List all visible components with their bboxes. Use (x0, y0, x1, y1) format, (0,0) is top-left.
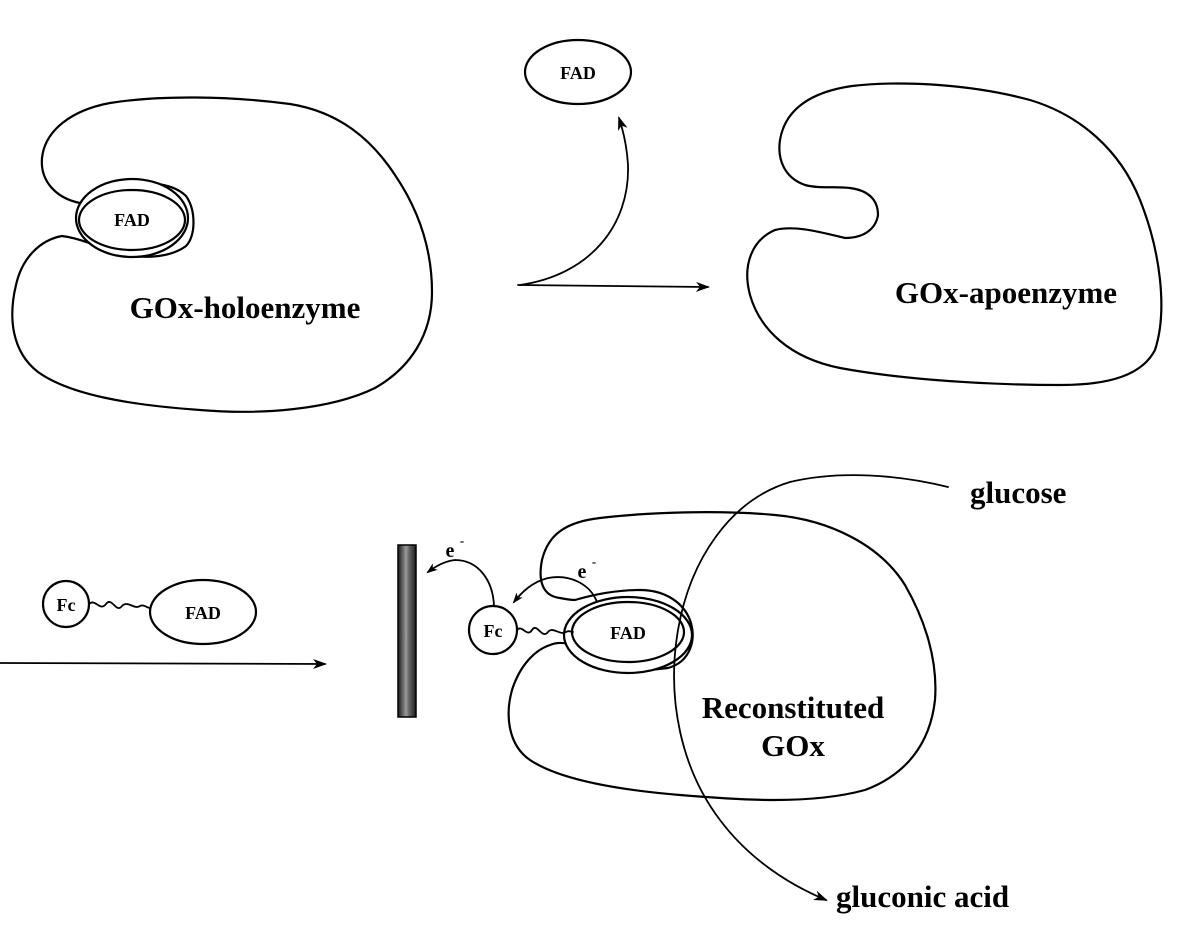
glucose-label: glucose (970, 475, 1066, 510)
glucose-cycle: glucose gluconic acid (673, 474, 1066, 914)
electron-1-label: e (446, 540, 455, 562)
gluconic-acid-label: gluconic acid (836, 879, 1009, 914)
free-fc-label: Fc (57, 595, 76, 615)
glucose-to-gluconic-arrow (673, 474, 949, 901)
electron-1-charge: - (460, 533, 464, 548)
holoenzyme-fad-oval (77, 188, 187, 252)
bound-fad-label: FAD (610, 623, 646, 643)
fad-to-fc-arrow (512, 576, 598, 604)
released-fad-label: FAD (560, 63, 596, 83)
electron-transfer: e - e - (426, 533, 598, 607)
holoenzyme-group: FAD GOx-holoenzyme (11, 96, 434, 413)
holo-to-apo-arrow (517, 281, 710, 292)
bound-fc-label: Fc (484, 621, 503, 641)
reconstituted-label-line1: Reconstituted (702, 690, 885, 725)
reconstitution-arrow (0, 658, 327, 669)
electron-2-label: e (578, 561, 587, 583)
fc-to-electrode-arrow (426, 559, 495, 607)
apoenzyme-outline (746, 82, 1163, 387)
free-linker (88, 601, 151, 609)
holoenzyme-fad-label: FAD (114, 210, 150, 230)
holoenzyme-outline (11, 96, 434, 413)
apoenzyme-label: GOx-apoenzyme (895, 275, 1117, 310)
reconstituted-outline (507, 511, 937, 802)
reconstituted-group: FAD Fc Reconstituted GOx (467, 511, 937, 802)
removal-step: FAD (517, 38, 710, 292)
free-fad-label: FAD (185, 603, 221, 623)
fad-release-arrow (519, 116, 629, 286)
free-fad-oval (148, 578, 258, 646)
electron-2-charge: - (592, 554, 596, 569)
electrode (397, 544, 417, 718)
fc-fad-conjugate: Fc FAD (0, 578, 327, 669)
holoenzyme-label: GOx-holoenzyme (130, 290, 361, 325)
bound-linker (516, 627, 574, 635)
reconstituted-label-line2: GOx (761, 728, 825, 763)
released-fad-oval (523, 38, 633, 106)
apoenzyme-group: GOx-apoenzyme (746, 82, 1163, 387)
